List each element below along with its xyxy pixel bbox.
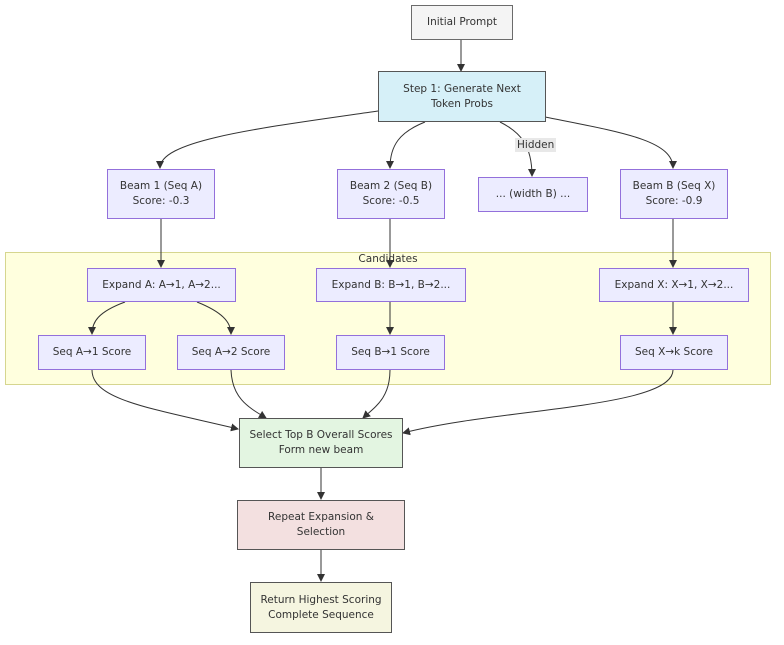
- initial-prompt-label: Initial Prompt: [426, 16, 498, 28]
- return-node: Return Highest Scoring Complete Sequence: [250, 582, 392, 633]
- seqA1-label: Seq A→1 Score: [52, 346, 132, 358]
- candidates-cluster-label: Candidates: [358, 253, 418, 265]
- seqA2-label: Seq A→2 Score: [191, 346, 271, 358]
- select-label-line1: Select Top B Overall Scores: [249, 429, 393, 441]
- edge-expandA-seqA1: [88, 301, 126, 335]
- expandA-node: Expand A: A→1, A→2...: [87, 268, 236, 302]
- edge-seqXk-select: [402, 369, 674, 436]
- step1-label-line1: Step 1: Generate Next: [403, 82, 521, 95]
- select-label-line2: Form new beam: [278, 444, 364, 456]
- initial-prompt-node: Initial Prompt: [411, 5, 513, 40]
- beamB-node: Beam B (Seq X) Score: -0.9: [620, 169, 728, 219]
- edge-step1-beam2: [386, 121, 426, 169]
- edge-step1-beamB: [544, 116, 677, 169]
- expandA-label: Expand A: A→1, A→2...: [102, 278, 221, 291]
- step1-node: Step 1: Generate Next Token Probs: [378, 71, 546, 122]
- edge-label-hidden: Hidden: [515, 138, 557, 152]
- select-node: Select Top B Overall Scores Form new bea…: [239, 418, 403, 468]
- beam1-label-line2: Score: -0.3: [132, 195, 190, 207]
- seqA1-node: Seq A→1 Score: [38, 335, 146, 370]
- beam2-label-line1: Beam 2 (Seq B): [349, 180, 433, 192]
- return-label-line1: Return Highest Scoring: [260, 593, 382, 606]
- seqXk-node: Seq X→k Score: [620, 335, 728, 370]
- step1-label-line2: Token Probs: [430, 97, 493, 110]
- seqA2-node: Seq A→2 Score: [177, 335, 285, 370]
- beam2-node: Beam 2 (Seq B) Score: -0.5: [337, 169, 445, 219]
- beam1-label-line1: Beam 1 (Seq A): [119, 180, 203, 192]
- edge-seqA2-select: [230, 369, 267, 419]
- repeat-node: Repeat Expansion & Selection: [237, 500, 405, 550]
- seqXk-label: Seq X→k Score: [635, 346, 713, 358]
- edge-step1-beam1: [156, 110, 379, 169]
- width-label: ... (width B) ...: [495, 188, 571, 200]
- beamB-label-line2: Score: -0.9: [645, 195, 703, 207]
- seqB1-node: Seq B→1 Score: [336, 335, 445, 370]
- edge-seqA1-select: [91, 369, 239, 432]
- width-node: ... (width B) ...: [478, 177, 588, 212]
- expandX-node: Expand X: X→1, X→2...: [599, 268, 749, 302]
- repeat-label-line1: Repeat Expansion &: [268, 511, 374, 523]
- edge-seqB1-select: [362, 369, 391, 419]
- repeat-label-line2: Selection: [296, 526, 346, 538]
- expandB-label: Expand B: B→1, B→2...: [331, 278, 451, 291]
- expandX-label: Expand X: X→1, X→2...: [614, 278, 734, 291]
- seqB1-label: Seq B→1 Score: [351, 346, 430, 358]
- edge-expandA-seqA2: [196, 301, 235, 335]
- beam1-node: Beam 1 (Seq A) Score: -0.3: [107, 169, 215, 219]
- beam2-label-line2: Score: -0.5: [362, 195, 420, 207]
- return-label-line2: Complete Sequence: [268, 608, 374, 621]
- beamB-label-line1: Beam B (Seq X): [632, 180, 716, 192]
- expandB-node: Expand B: B→1, B→2...: [316, 268, 466, 302]
